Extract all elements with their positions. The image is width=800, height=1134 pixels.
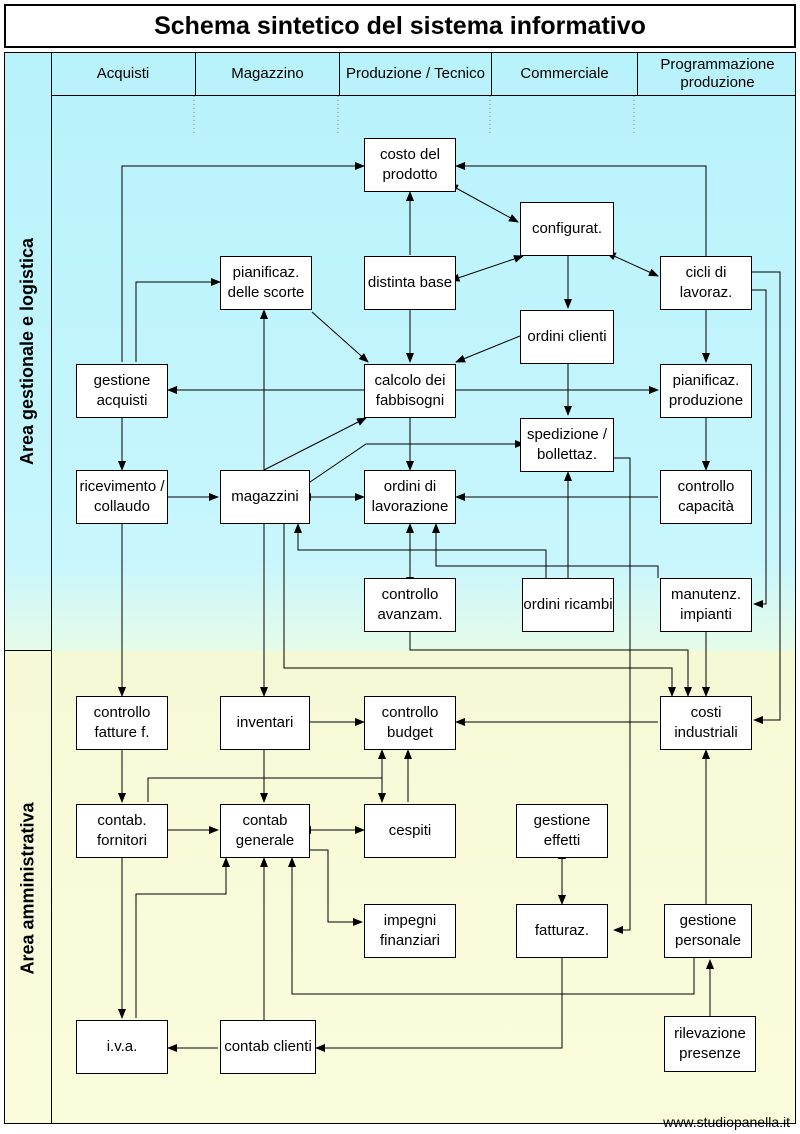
node-iva: i.v.a. (76, 1020, 168, 1074)
node-pianificaz-produzione: pianificaz. produzione (660, 364, 752, 418)
node-ordini-ricambi: ordini ricambi (522, 578, 614, 632)
node-rilevazione-presenze: rilevazione presenze (664, 1016, 756, 1072)
node-controllo-avanzam: controllo avanzam. (364, 578, 456, 632)
node-ordini-lavorazione: ordini di lavorazione (364, 470, 456, 524)
node-contab-clienti: contab clienti (220, 1020, 316, 1074)
node-contab-generale: contab generale (220, 804, 310, 858)
column-header-acquisti: Acquisti (96, 65, 150, 82)
node-fatturaz: fatturaz. (516, 904, 608, 958)
node-magazzini: magazzini (220, 470, 310, 524)
node-impegni-finanziari: impegni finanziari (364, 904, 456, 958)
node-ordini-clienti: ordini clienti (520, 310, 614, 364)
node-ricevimento-collaudo: ricevimento / collaudo (76, 470, 168, 524)
node-inventari: inventari (220, 696, 310, 750)
node-gestione-effetti: gestione effetti (516, 804, 608, 858)
node-gestione-personale: gestione personale (664, 904, 752, 958)
node-contab-fornitori: contab. fornitori (76, 804, 168, 858)
node-cespiti: cespiti (364, 804, 456, 858)
node-manutenz-impianti: manutenz. impianti (660, 578, 752, 632)
node-distinta-base: distinta base (364, 256, 456, 310)
node-costo-del-prodotto: costo del prodotto (364, 138, 456, 192)
footer-website: www.studiopanella.it (663, 1114, 790, 1130)
node-configurat: configurat. (520, 202, 614, 256)
diagram-title: Schema sintetico del sistema informativo (4, 4, 796, 48)
column-header-commerciale: Commerciale (491, 53, 637, 95)
column-header-produzione: Produzione / Tecnico (339, 53, 491, 95)
node-controllo-budget: controllo budget (364, 696, 456, 750)
node-gestione-acquisti: gestione acquisti (76, 364, 168, 418)
node-controllo-fatture: controllo fatture f. (76, 696, 168, 750)
column-header-programmazione: Programmazione produzione (637, 53, 795, 95)
column-header-row: Acquisti Magazzino Produzione / Tecnico … (51, 53, 795, 96)
connector-lines (118, 96, 781, 1052)
node-spedizione-bollettaz: spedizione / bollettaz. (520, 418, 614, 472)
node-controllo-capacita: controllo capacità (660, 470, 752, 524)
node-pianificaz-scorte: pianificaz. delle scorte (220, 256, 312, 310)
node-calcolo-fabbisogni: calcolo dei fabbisogni (364, 364, 456, 418)
node-costi-industriali: costi industriali (660, 696, 752, 750)
node-cicli-di-lavoraz: cicli di lavoraz. (660, 256, 752, 310)
column-header-magazzino: Magazzino (195, 53, 339, 95)
